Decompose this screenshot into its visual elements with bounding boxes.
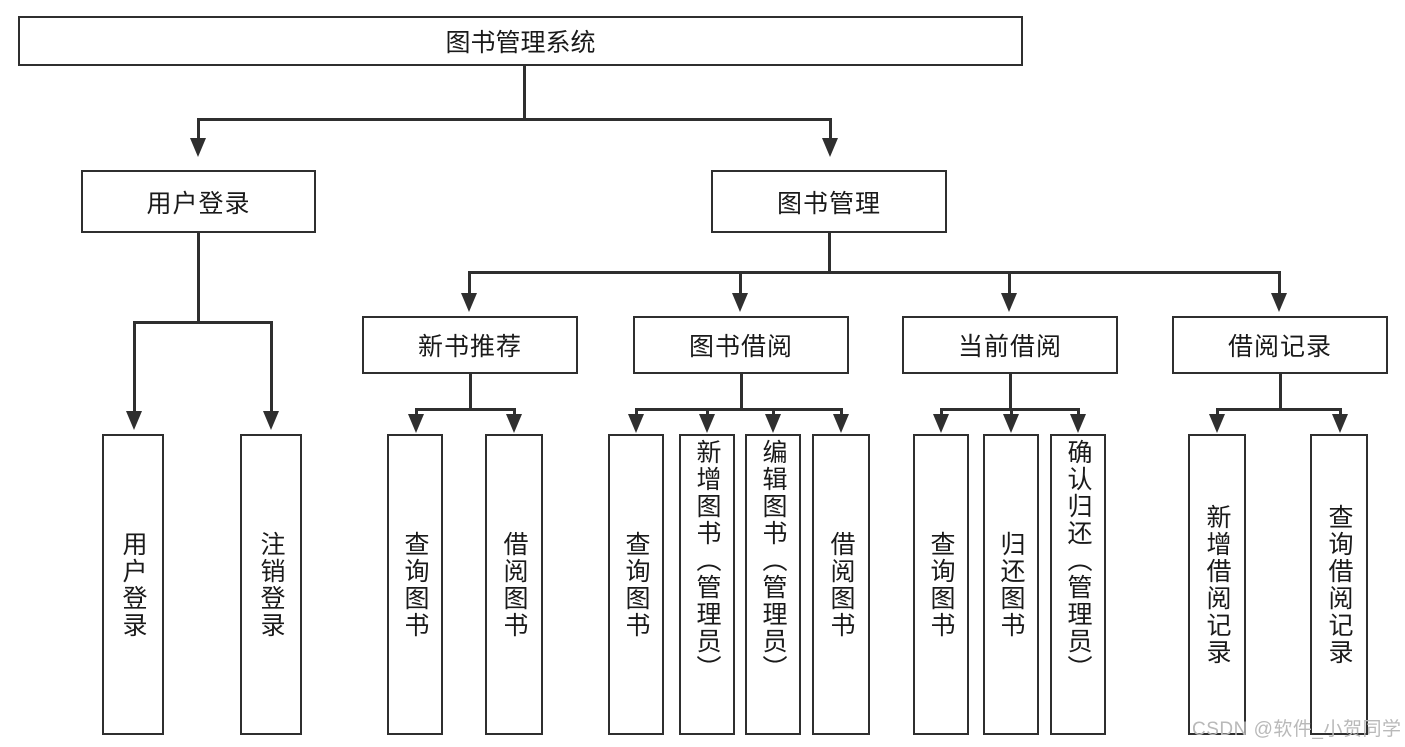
leaf-label: 查询图书 [927, 530, 955, 639]
node-label: 当前借阅 [957, 333, 1062, 361]
leaf-label: 归还图书 [997, 530, 1025, 639]
edge-br-drop-1 [1216, 408, 1219, 418]
edge-cb-drop-3 [1077, 408, 1080, 418]
leaf-add-borrow-record[interactable]: 新增借阅记录 [1188, 434, 1246, 735]
edge-root-bus [197, 118, 832, 121]
leaf-label: 查询图书 [622, 530, 650, 639]
arrow-to-borrow-record [1271, 293, 1287, 312]
leaf-return-book[interactable]: 归还图书 [983, 434, 1039, 735]
edge-book-management-bus [468, 271, 1280, 274]
node-user-login[interactable]: 用户登录 [81, 170, 316, 233]
edge-bb-bus [635, 408, 840, 411]
edge-root-stem [523, 66, 526, 120]
edge-user-login-stem [197, 233, 200, 323]
edge-cb-bus [940, 408, 1078, 411]
arrow-cb-leaf-2 [1003, 414, 1019, 433]
edge-cb-drop-2 [1010, 408, 1013, 418]
arrow-to-user-login [190, 138, 206, 157]
leaf-label: 确认归还（管理员） [1064, 439, 1092, 682]
leaf-query-book-nbr[interactable]: 查询图书 [387, 434, 443, 735]
node-borrow-record[interactable]: 借阅记录 [1172, 316, 1388, 374]
leaf-add-book-admin[interactable]: 新增图书（管理员） [679, 434, 735, 735]
leaf-label: 注销登录 [257, 530, 285, 639]
arrow-to-leaf-logout [263, 411, 279, 430]
edge-bb-drop-2 [706, 408, 709, 418]
edge-bb-drop-1 [635, 408, 638, 418]
edge-nbr-drop-1 [415, 408, 418, 418]
arrow-bb-leaf-4 [833, 414, 849, 433]
node-root-system[interactable]: 图书管理系统 [18, 16, 1023, 66]
arrow-nbr-leaf-1 [408, 414, 424, 433]
edge-root-drop-left [197, 118, 200, 140]
arrow-to-leaf-user-login [126, 411, 142, 430]
edge-bm-drop-4 [1278, 271, 1281, 295]
arrow-to-book-manage [822, 138, 838, 157]
leaf-query-borrow-record[interactable]: 查询借阅记录 [1310, 434, 1368, 735]
arrow-to-current-borrow [1001, 293, 1017, 312]
edge-cb-stem [1009, 374, 1012, 410]
edge-nbr-bus [415, 408, 515, 411]
node-label: 新书推荐 [417, 333, 522, 361]
leaf-label: 新增图书（管理员） [693, 439, 721, 682]
edge-user-login-bus [133, 321, 272, 324]
edge-bb-drop-3 [772, 408, 775, 418]
arrow-bb-leaf-3 [765, 414, 781, 433]
edge-br-bus [1216, 408, 1340, 411]
leaf-logout[interactable]: 注销登录 [240, 434, 302, 735]
edge-nbr-drop-2 [513, 408, 516, 418]
leaf-edit-book-admin[interactable]: 编辑图书（管理员） [745, 434, 801, 735]
node-book-borrow[interactable]: 图书借阅 [633, 316, 849, 374]
leaf-query-book-bb[interactable]: 查询图书 [608, 434, 664, 735]
arrow-bb-leaf-2 [699, 414, 715, 433]
arrow-cb-leaf-1 [933, 414, 949, 433]
edge-cb-drop-1 [940, 408, 943, 418]
leaf-query-book-cb[interactable]: 查询图书 [913, 434, 969, 735]
edge-user-login-drop-1 [133, 321, 136, 413]
leaf-label: 借阅图书 [500, 530, 528, 639]
node-current-borrow[interactable]: 当前借阅 [902, 316, 1118, 374]
node-label: 图书管理 [776, 189, 881, 218]
arrow-cb-leaf-3 [1070, 414, 1086, 433]
edge-bb-stem [740, 374, 743, 410]
leaf-label: 借阅图书 [827, 530, 855, 639]
leaf-label: 新增借阅记录 [1203, 503, 1231, 666]
node-label: 借阅记录 [1227, 333, 1332, 361]
arrow-br-leaf-2 [1332, 414, 1348, 433]
arrow-bb-leaf-1 [628, 414, 644, 433]
edge-bm-drop-2 [739, 271, 742, 295]
node-book-management[interactable]: 图书管理 [711, 170, 947, 233]
arrow-to-book-borrow [732, 293, 748, 312]
node-new-book-recommend[interactable]: 新书推荐 [362, 316, 578, 374]
csdn-watermark: CSDN @软件_小贺同学 [1192, 719, 1402, 740]
edge-br-stem [1279, 374, 1282, 410]
leaf-borrow-book-nbr[interactable]: 借阅图书 [485, 434, 543, 735]
edge-user-login-drop-2 [270, 321, 273, 413]
arrow-to-new-book-rec [461, 293, 477, 312]
arrow-nbr-leaf-2 [506, 414, 522, 433]
edge-bm-drop-1 [468, 271, 471, 295]
edge-bb-drop-4 [840, 408, 843, 418]
arrow-br-leaf-1 [1209, 414, 1225, 433]
leaf-borrow-book-bb[interactable]: 借阅图书 [812, 434, 870, 735]
node-label: 用户登录 [146, 189, 251, 218]
node-label: 图书借阅 [688, 333, 793, 361]
leaf-label: 编辑图书（管理员） [759, 439, 787, 682]
leaf-confirm-return-admin[interactable]: 确认归还（管理员） [1050, 434, 1106, 735]
leaf-label: 查询图书 [401, 530, 429, 639]
edge-book-management-stem [828, 233, 831, 273]
edge-br-drop-2 [1339, 408, 1342, 418]
leaf-label: 查询借阅记录 [1325, 503, 1353, 666]
leaf-label: 用户登录 [119, 530, 147, 639]
leaf-user-login[interactable]: 用户登录 [102, 434, 164, 735]
node-label: 图书管理系统 [445, 29, 596, 57]
edge-root-drop-right [829, 118, 832, 140]
edge-bm-drop-3 [1008, 271, 1011, 295]
edge-nbr-stem [469, 374, 472, 410]
